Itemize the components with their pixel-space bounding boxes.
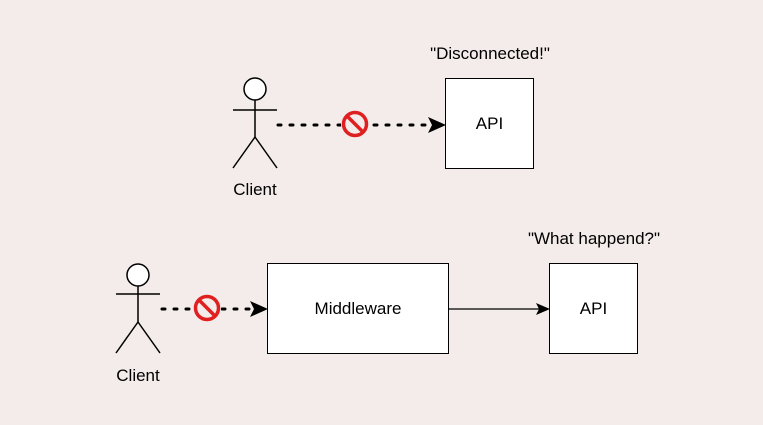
client-actor-top	[232, 77, 278, 169]
api-box-bottom: API	[549, 263, 638, 354]
client-label-top: Client	[233, 180, 277, 199]
client-label-bottom: Client	[116, 366, 160, 385]
middleware-box-label: Middleware	[314, 298, 402, 318]
middleware-box: Middleware	[267, 263, 449, 354]
api-box-top-label: API	[475, 113, 504, 133]
api-quote-bottom: "What happend?"	[527, 229, 661, 248]
api-box-top: API	[445, 78, 534, 169]
middleware-to-api-connection	[448, 303, 550, 315]
api-box-bottom-label: API	[579, 298, 608, 318]
prohibited-icon	[341, 110, 369, 138]
client-to-api-connection-top	[276, 117, 446, 133]
client-actor-bottom	[115, 263, 161, 354]
api-quote-top: "Disconnected!"	[430, 44, 550, 63]
prohibited-icon	[193, 294, 221, 322]
